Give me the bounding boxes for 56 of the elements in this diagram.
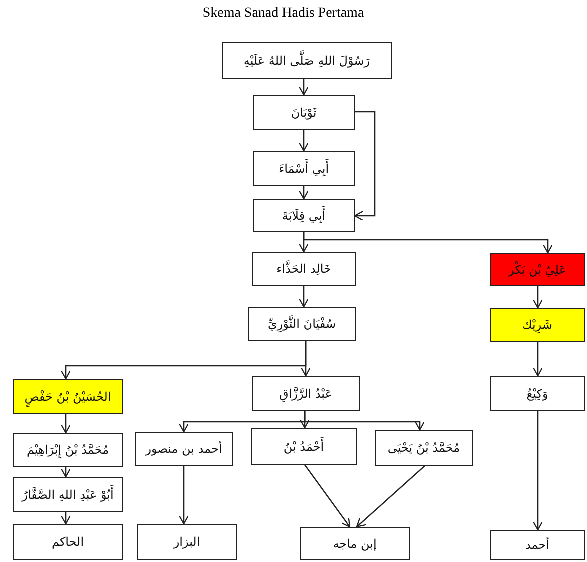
arrow <box>532 342 544 377</box>
name-box <box>252 252 356 286</box>
arrow <box>298 130 310 152</box>
name-box <box>137 524 237 560</box>
arrow <box>178 466 190 525</box>
narrator-name: البزار <box>174 535 200 549</box>
narrator-name: سُفْيَانَ الثَّوْرِيِّ <box>268 317 336 331</box>
name-box <box>251 428 357 465</box>
narrator-name: أحمد بن منصور <box>146 442 222 456</box>
narrator-name: مُحَمَّدُ بْنُ إِبْرَاهِيْمَ <box>26 443 110 457</box>
narrator-name: أحمد <box>526 538 550 552</box>
name-box <box>253 151 355 186</box>
name-box <box>252 376 360 411</box>
diagram-title: Skema Sanad Hadis Pertama <box>202 6 366 22</box>
name-box <box>490 530 585 560</box>
arrow <box>60 467 72 478</box>
arrow <box>532 286 544 309</box>
narrator-name: أَبِي أَسْمَاءَ <box>278 162 330 176</box>
narrator-name: أَحْمَدُ بْنُ <box>284 440 324 454</box>
name-box <box>222 42 392 79</box>
name-box <box>253 95 355 130</box>
name-box <box>375 430 473 466</box>
arrow <box>298 79 310 96</box>
arrow <box>304 411 426 431</box>
name-box <box>13 477 123 512</box>
narrator-name: أَبُوْ عَبْدِ اللهِ الصَّفَّارُ <box>22 488 114 502</box>
name-box <box>248 307 356 341</box>
arrow <box>303 232 554 254</box>
arrow <box>532 411 544 531</box>
arrow <box>60 341 307 380</box>
arrow <box>60 414 72 434</box>
arrow <box>298 286 310 308</box>
name-box <box>490 376 585 411</box>
name-box <box>13 524 123 560</box>
narrator-name: ثَوْبَانَ <box>291 106 317 120</box>
narrator-name: شَرِيْك <box>522 318 553 332</box>
narrator-name: أَبِي قِلَابَةَ <box>282 208 326 222</box>
arrow <box>304 464 351 528</box>
arrow <box>356 466 426 528</box>
arrow <box>60 512 72 525</box>
name-box <box>13 433 123 467</box>
narrator-name: إبن ماجه <box>333 536 377 550</box>
name-box <box>490 308 585 342</box>
name-box <box>135 432 233 466</box>
name-box <box>300 527 410 560</box>
name-box <box>490 253 585 286</box>
arrow <box>298 186 310 200</box>
narrator-name: مُحَمَّدُ بْنُ يَحْيَى <box>388 441 460 455</box>
name-box <box>13 379 123 414</box>
narrator-name: خَالِد الحَذَّاء <box>276 262 332 276</box>
narrator-name: عَلِيّ بْن بَكْر <box>508 262 566 276</box>
arrow <box>354 111 376 222</box>
narrator-name: عَبْدُ الرَّزَّاقِ <box>280 386 332 400</box>
name-box <box>253 199 355 232</box>
narrator-name: الحاكم <box>52 535 84 549</box>
narrator-name: وَكِيْعٌ <box>526 386 548 400</box>
